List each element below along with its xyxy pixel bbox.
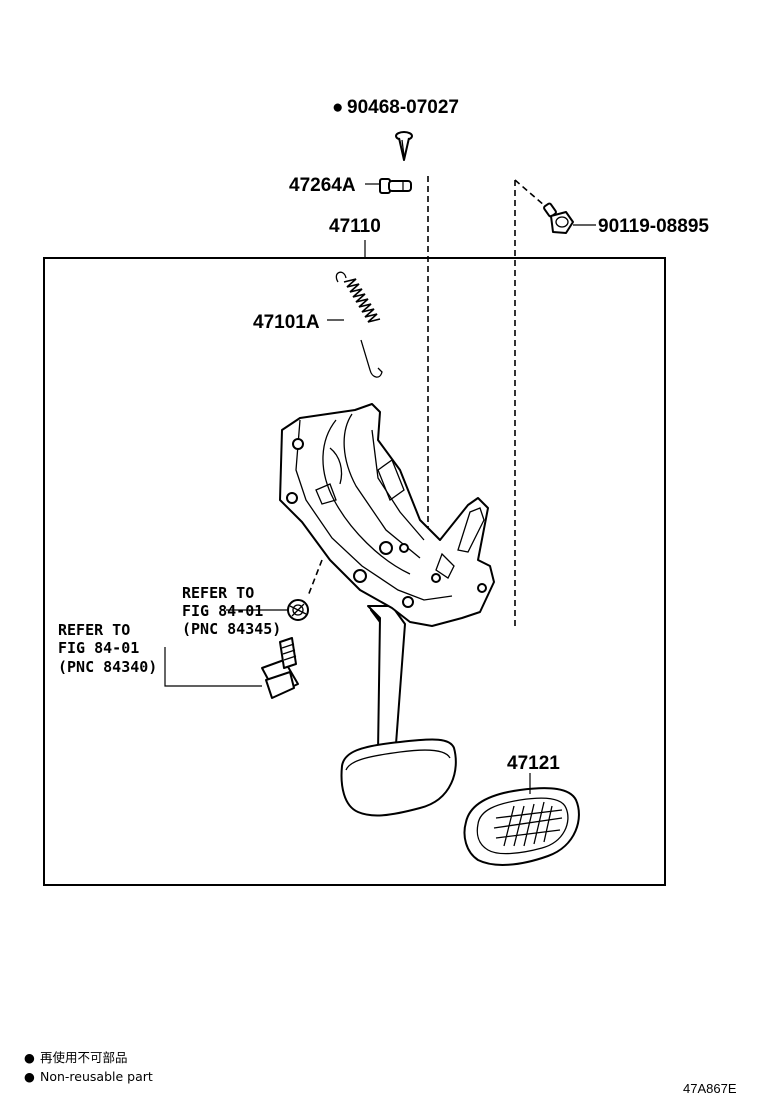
refer-stoplamp-line3: (PNC 84340) xyxy=(58,658,157,676)
pedal-pad-cover-part xyxy=(463,787,580,866)
refer-switch-clip: REFER TO FIG 84-01 (PNC 84345) xyxy=(182,584,281,638)
stop-lamp-switch-part xyxy=(261,637,299,699)
refer-stoplamp-line1: REFER TO xyxy=(58,621,130,639)
refer-stoplamp-line2: FIG 84-01 xyxy=(58,639,139,657)
legend-label-japanese: 再使用不可部品 xyxy=(40,1050,128,1065)
refer-switch-line3: (PNC 84345) xyxy=(182,620,281,638)
refer-switch-line1: REFER TO xyxy=(182,584,254,602)
pedal-arm-part xyxy=(367,605,406,753)
bolt-part xyxy=(543,202,574,234)
switch-clip-part xyxy=(287,599,309,621)
pedal-bracket-part xyxy=(279,403,495,627)
callout-90468-07027: 90468-07027 xyxy=(347,97,459,118)
pedal-pad-part xyxy=(340,738,457,817)
callout-90119-08895: 90119-08895 xyxy=(598,216,709,237)
callout-47264a: 47264A xyxy=(289,175,356,196)
callout-47121: 47121 xyxy=(507,753,560,774)
leader-lines xyxy=(164,183,596,794)
assembly-frame xyxy=(43,257,666,886)
clevis-pin-part xyxy=(379,178,412,194)
callout-47110: 47110 xyxy=(329,216,381,237)
legend-bullet-1: ● xyxy=(24,1050,35,1065)
refer-switch-line2: FIG 84-01 xyxy=(182,602,263,620)
illustration-id: 47A867E xyxy=(683,1081,737,1096)
cotter-pin-part xyxy=(395,131,413,161)
refer-stop-lamp-switch: REFER TO FIG 84-01 (PNC 84340) xyxy=(58,621,157,676)
callout-47101a: 47101A xyxy=(253,312,320,333)
assembly-dashed-lines xyxy=(307,176,546,628)
legend-label-english: Non-reusable part xyxy=(40,1069,153,1084)
non-reusable-marker: ● xyxy=(332,97,343,118)
legend-bullet-2: ● xyxy=(24,1069,35,1084)
legend: ● 再使用不可部品 ● Non-reusable part xyxy=(24,1050,153,1084)
return-spring-part xyxy=(335,271,383,378)
